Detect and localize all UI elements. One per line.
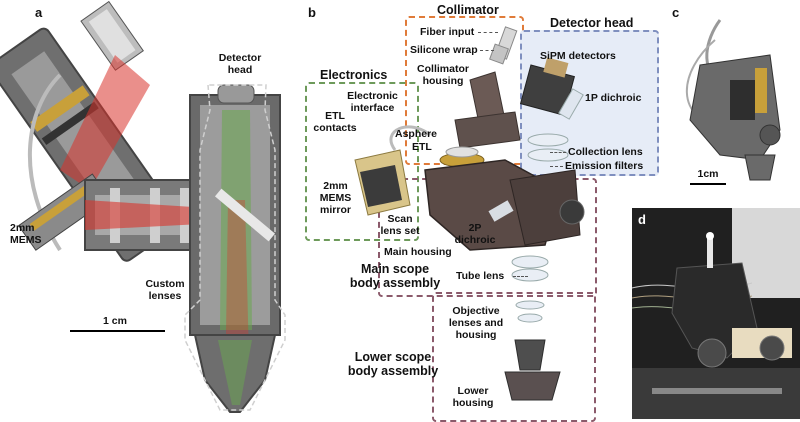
label-2p-dichroic: 2P dichroic <box>454 222 496 246</box>
label-silicone-wrap: Silicone wrap <box>410 44 478 56</box>
panel-label-a: a <box>35 5 43 20</box>
panel-c-render <box>685 19 781 181</box>
label-lower-housing: Lower housing <box>452 385 494 409</box>
label-1p-dichroic: 1P dichroic <box>585 92 642 104</box>
title-main-scope: Main scope body assembly <box>349 262 441 290</box>
label-collimator-housing: Collimator housing <box>417 63 469 87</box>
label-sipm-detectors: SiPM detectors <box>540 50 616 62</box>
electronics-box <box>305 82 419 241</box>
label-scan-lens-set: Scan lens set <box>380 213 420 237</box>
scale-bar-a <box>70 330 165 332</box>
title-collimator: Collimator <box>437 3 499 17</box>
label-tube-lens: Tube lens <box>456 270 505 282</box>
leader-fiber-input <box>478 32 498 33</box>
label-detector-head-a: Detector head <box>218 52 262 76</box>
panel-a-cross-section <box>0 0 286 413</box>
label-2mm-mems-a: 2mm MEMS <box>10 222 42 246</box>
title-electronics: Electronics <box>320 68 388 82</box>
label-etl: ETL <box>412 141 432 153</box>
panel-d-photo <box>632 208 800 419</box>
label-objective: Objective lenses and housing <box>448 305 504 341</box>
label-collection-lens: Collection lens <box>568 146 643 158</box>
panel-label-b: b <box>308 5 316 20</box>
label-mems-mirror: 2mm MEMS mirror <box>319 180 352 216</box>
scale-label-c: 1cm <box>697 168 719 180</box>
label-main-housing: Main housing <box>384 246 452 258</box>
leader-collection-lens <box>550 152 566 153</box>
leader-silicone-wrap <box>480 50 494 51</box>
label-asphere: Asphere <box>395 128 438 140</box>
label-custom-lenses: Custom lenses <box>145 278 185 302</box>
label-electronic-interface: Electronic interface <box>347 90 398 114</box>
label-etl-contacts: ETL contacts <box>313 110 357 134</box>
leader-tube-lens <box>513 276 528 277</box>
scale-bar-c <box>690 183 726 185</box>
scale-label-a: 1 cm <box>103 315 127 327</box>
title-lower-scope: Lower scope body assembly <box>347 350 439 378</box>
leader-emission-filters <box>550 166 563 167</box>
title-detector-head: Detector head <box>550 16 634 30</box>
label-fiber-input: Fiber input <box>420 26 475 38</box>
label-emission-filters: Emission filters <box>565 160 644 172</box>
panel-label-c: c <box>672 5 680 20</box>
panel-label-d: d <box>638 212 646 227</box>
